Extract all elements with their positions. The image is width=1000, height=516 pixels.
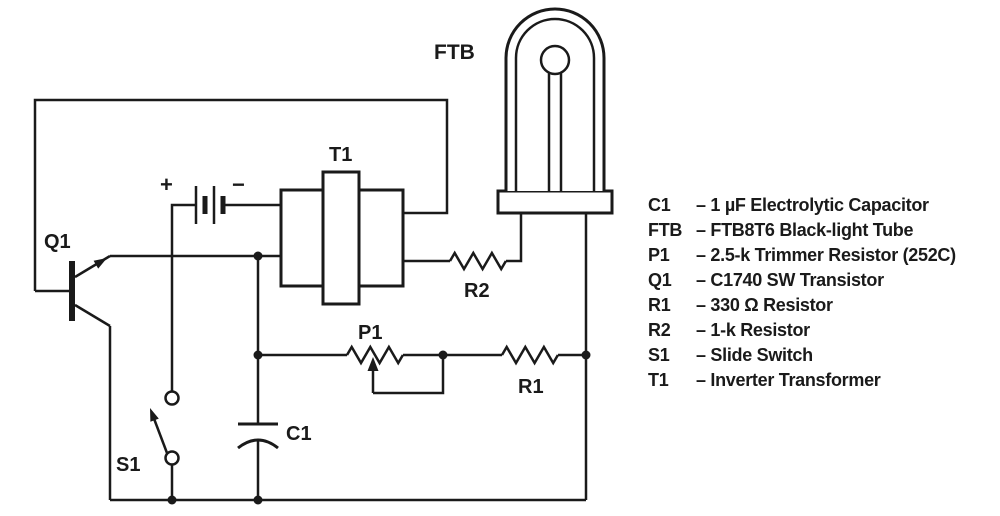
label-t1: T1 — [329, 144, 353, 166]
part-desc: – Inverter Transformer — [696, 370, 881, 390]
s1-contact-top — [164, 390, 180, 406]
switch-s1 — [150, 390, 180, 500]
wire-r2-to-tube — [506, 213, 523, 263]
label-s1: S1 — [116, 454, 141, 476]
label-p1: P1 — [358, 322, 383, 344]
parts-list: C1 – 1 µF Electrolytic Capacitor FTB – FTB… — [648, 193, 956, 393]
s1-contact-bottom — [164, 450, 180, 466]
resistor-r2 — [448, 250, 507, 272]
part-ref: S1 — [648, 345, 670, 365]
label-r1: R1 — [518, 376, 544, 398]
part-ref: P1 — [648, 245, 670, 265]
ftb-base-flange — [496, 189, 614, 215]
junction-dot — [253, 251, 263, 261]
ftb-filament-bulb — [539, 44, 571, 76]
part-ref: FTB — [648, 220, 683, 240]
capacitor-c1 — [237, 422, 279, 450]
part-desc: – FTB8T6 Black-light Tube — [696, 220, 914, 240]
ftb-envelope-inner — [514, 17, 596, 191]
part-ref: R2 — [648, 320, 671, 340]
t1-core — [321, 170, 361, 306]
label-battery-plus: + — [160, 172, 173, 197]
p1-wiper-return — [373, 355, 445, 395]
part-ref: T1 — [648, 370, 669, 390]
q1-base-bar — [69, 261, 75, 321]
parts-list-row: C1 – 1 µF Electrolytic Capacitor — [648, 193, 956, 218]
p1-resistor-body — [345, 344, 404, 366]
part-ref: Q1 — [648, 270, 672, 290]
p1-wiper-arrow-icon — [367, 357, 379, 371]
part-desc: – 330 Ω Resistor — [696, 295, 833, 315]
junction-dot — [253, 495, 263, 505]
part-desc: – 2.5-k Trimmer Resistor (252C) — [696, 245, 956, 265]
part-desc: – C1740 SW Transistor — [696, 270, 884, 290]
junction-dot — [253, 350, 263, 360]
c1-plate-curved — [237, 438, 279, 450]
q1-arrow-icon — [93, 258, 107, 269]
part-desc: – 1 µF Electrolytic Capacitor — [696, 195, 929, 215]
wire-feedback-loop — [33, 98, 449, 291]
label-ftb: FTB — [434, 41, 475, 64]
label-r2: R2 — [464, 280, 490, 302]
parts-list-row: Q1 – C1740 SW Transistor — [648, 268, 956, 293]
battery — [170, 186, 281, 391]
s1-lever-arrow-icon — [150, 408, 159, 422]
transistor-q1 — [69, 254, 111, 328]
transformer-t1 — [279, 170, 405, 306]
parts-list-row: R1 – 330 Ω Resistor — [648, 293, 956, 318]
part-desc: – Slide Switch — [696, 345, 813, 365]
junction-dot — [438, 350, 448, 360]
parts-list-row: FTB – FTB8T6 Black-light Tube — [648, 218, 956, 243]
parts-list-row: R2 – 1-k Resistor — [648, 318, 956, 343]
ftb-envelope-outer — [504, 7, 606, 191]
label-c1: C1 — [286, 423, 312, 445]
parts-list-row: T1 – Inverter Transformer — [648, 368, 956, 393]
s1-lever — [151, 415, 169, 454]
parts-list-row: P1 – 2.5-k Trimmer Resistor (252C) — [648, 243, 956, 268]
label-battery-minus: − — [232, 172, 245, 197]
junction-dot — [167, 495, 177, 505]
part-desc: – 1-k Resistor — [696, 320, 810, 340]
tube-ftb — [496, 7, 614, 215]
junction-dot — [581, 350, 591, 360]
wire-battery-positive — [170, 203, 196, 391]
q1-emitter-lead — [74, 303, 111, 328]
trimmer-p1 — [345, 344, 445, 395]
parts-list-row: S1 – Slide Switch — [648, 343, 956, 368]
part-ref: R1 — [648, 295, 671, 315]
part-ref: C1 — [648, 195, 671, 215]
resistor-r1 — [500, 344, 559, 366]
label-q1: Q1 — [44, 231, 71, 253]
